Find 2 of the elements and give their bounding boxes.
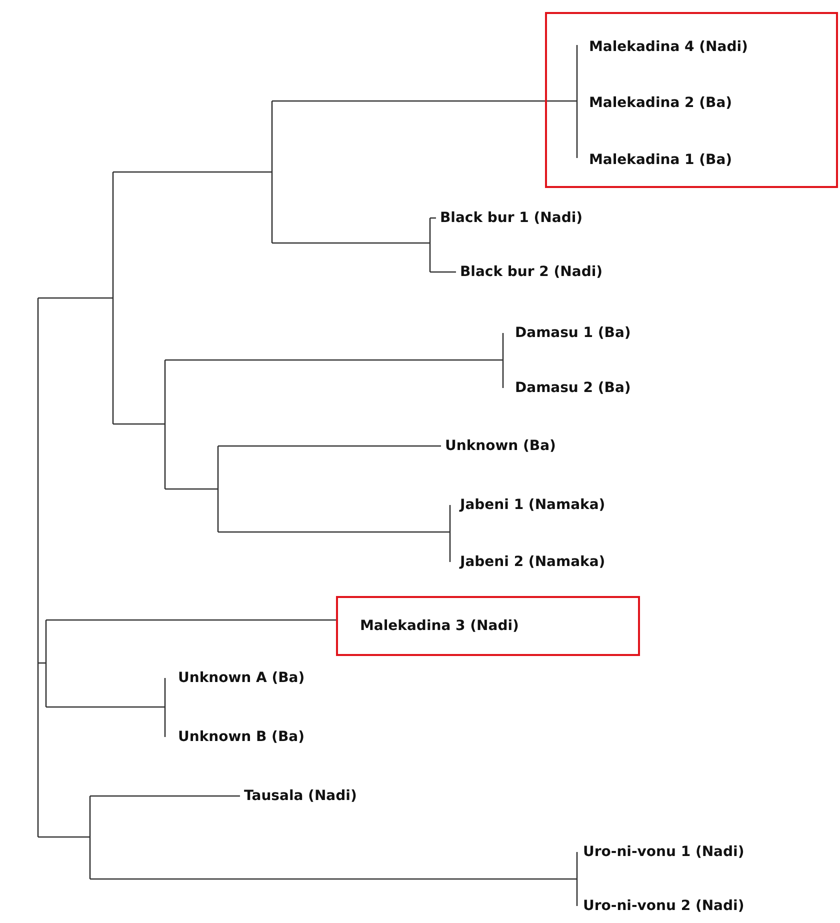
- highlight-frame: [545, 12, 838, 188]
- highlighted-label: Malekadina 3 (Nadi): [336, 596, 640, 656]
